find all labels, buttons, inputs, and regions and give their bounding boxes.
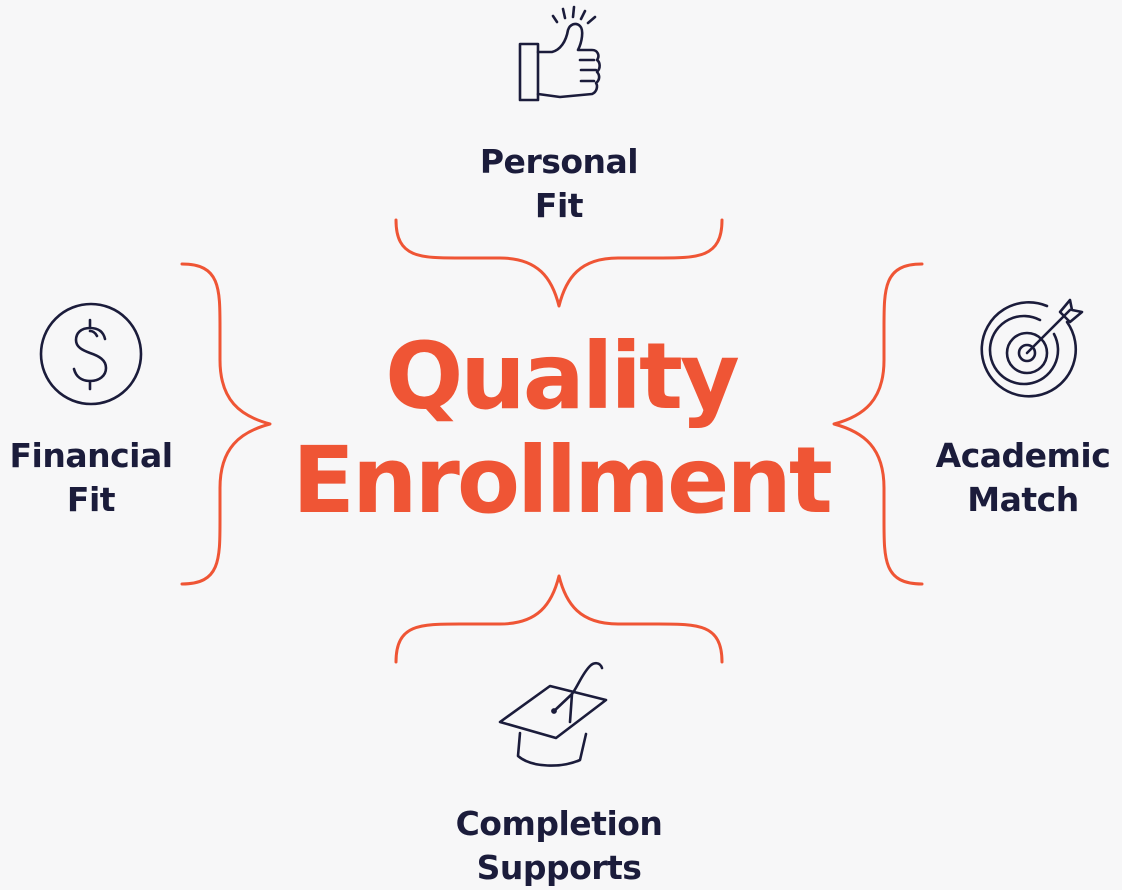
bottom-brace [394,574,724,664]
graduation-cap-icon [498,661,608,767]
node-academic-match: Academic Match [924,434,1122,522]
node-completion-supports: Completion Supports [410,802,708,890]
center-title: Quality Enrollment [250,325,872,533]
top-brace [394,218,724,308]
target-arrow-icon [980,298,1084,398]
right-brace [832,262,924,586]
node-financial-fit: Financial Fit [0,434,182,522]
node-financial-fit-line-2: Fit [66,480,116,519]
node-personal-fit-line-2: Fit [534,186,584,225]
center-title-line-2: Enrollment [292,427,833,534]
thumbs-up-icon [518,5,601,102]
left-brace [180,262,272,586]
node-completion-supports-line-2: Supports [476,848,642,887]
center-title-line-1: Quality [385,323,740,430]
node-completion-supports-line-1: Completion [455,804,663,843]
dollar-coin-icon [39,302,143,406]
node-academic-match-line-2: Match [967,480,1079,519]
node-financial-fit-line-1: Financial [9,436,173,475]
node-personal-fit-line-1: Personal [479,142,639,181]
node-personal-fit: Personal Fit [446,140,672,228]
node-academic-match-line-1: Academic [935,436,1111,475]
